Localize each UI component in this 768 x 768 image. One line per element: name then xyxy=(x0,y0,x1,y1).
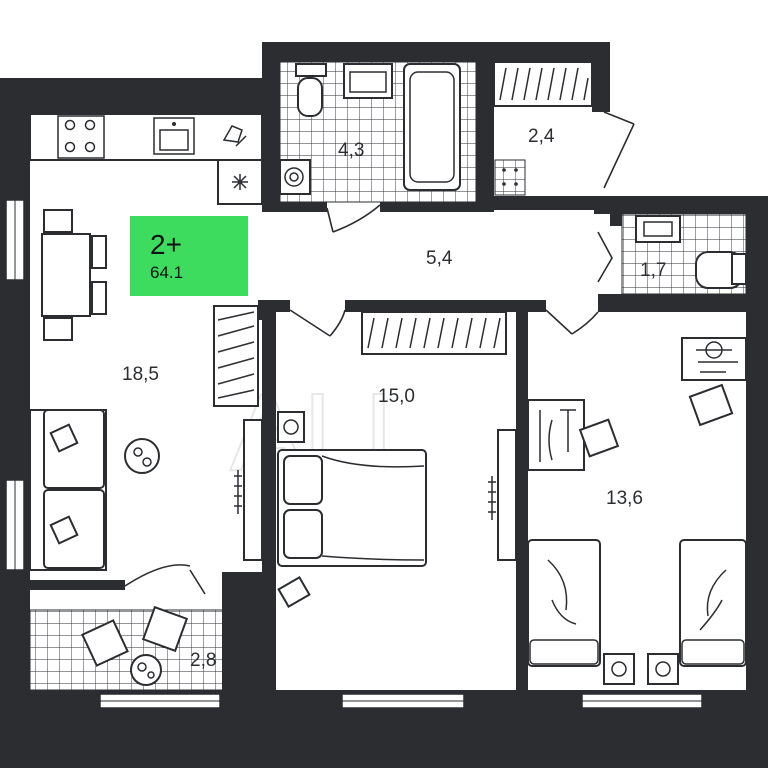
dining-table xyxy=(41,209,107,341)
windows xyxy=(5,199,703,709)
area-bathroom: 4,3 xyxy=(338,140,364,161)
area-kitchen-living: 18,5 xyxy=(122,364,159,385)
fridge-icon xyxy=(232,174,248,190)
storage-shelf xyxy=(493,61,593,186)
dishwasher-icon xyxy=(222,125,247,147)
area-storage: 2,4 xyxy=(528,126,555,147)
area-balcony: 2,8 xyxy=(190,650,216,671)
area-kids-room: 13,6 xyxy=(606,488,643,509)
area-bedroom: 15,0 xyxy=(378,386,415,407)
badge-background xyxy=(130,216,248,296)
coffee-table xyxy=(124,438,160,474)
bedroom-furniture xyxy=(277,311,517,609)
kitchen-wardrobe xyxy=(213,305,259,407)
kitchen-sink-icon xyxy=(153,117,195,155)
wc-fixtures xyxy=(635,215,747,289)
stove-icon xyxy=(57,115,105,159)
area-wc: 1,7 xyxy=(640,260,666,281)
area-labels: 18,5 4,3 2,4 5,4 1,7 15,0 13,6 2,8 xyxy=(122,126,666,671)
area-hallway: 5,4 xyxy=(426,248,453,269)
doors xyxy=(124,111,635,595)
storage-tile xyxy=(494,159,526,196)
sofa xyxy=(29,409,107,571)
kids-room-furniture xyxy=(527,337,747,685)
rooms-count: 2+ xyxy=(150,229,182,260)
kitchen-counter xyxy=(29,113,263,205)
apartment-badge: 2+ 64.1 xyxy=(130,216,248,296)
tv-stand xyxy=(234,419,263,561)
bathroom-fixtures xyxy=(279,63,461,195)
balcony-furniture xyxy=(81,605,189,686)
total-area: 64.1 xyxy=(150,263,183,282)
